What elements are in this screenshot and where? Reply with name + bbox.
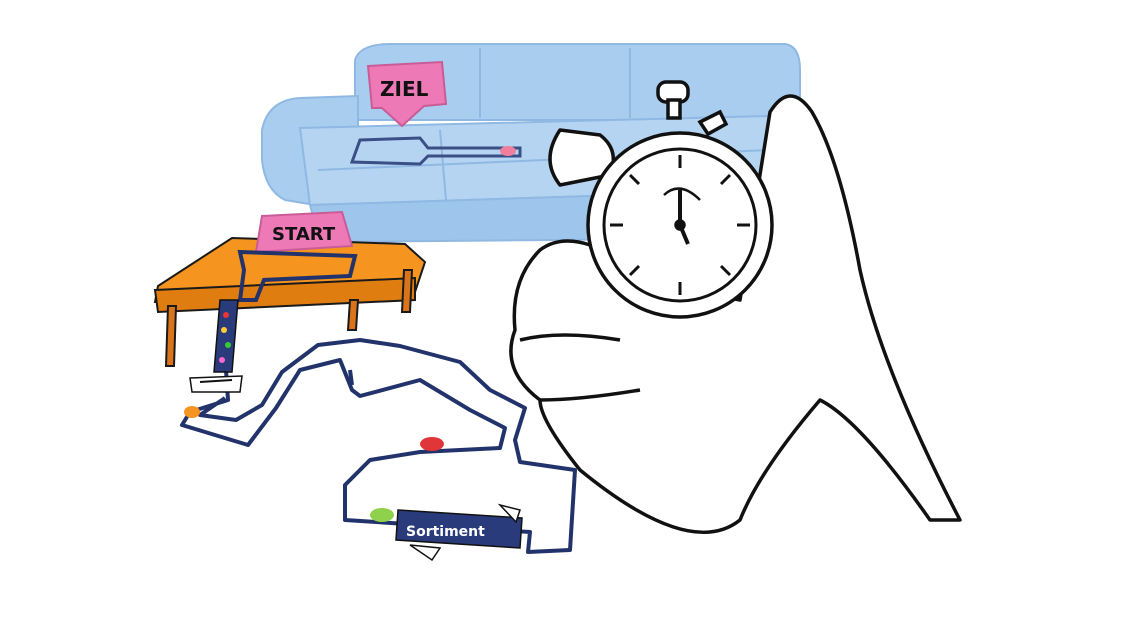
candy-roll-text: Sortiment: [406, 524, 485, 540]
table-icon: [153, 236, 427, 367]
goal-sign-text: ZIEL: [380, 77, 429, 101]
toy-car-icon: [370, 508, 394, 522]
goal-sign: ZIEL: [366, 60, 448, 128]
toy-car-icon: [420, 437, 444, 451]
candy-roll-icon: Sortiment: [395, 503, 523, 562]
candy-roll-icon: [189, 299, 243, 393]
start-sign: START: [254, 210, 354, 254]
race-track: [180, 338, 577, 554]
stopwatch-icon: [586, 80, 774, 319]
toy-car-icon: [184, 406, 200, 418]
start-sign-text: START: [272, 224, 336, 245]
